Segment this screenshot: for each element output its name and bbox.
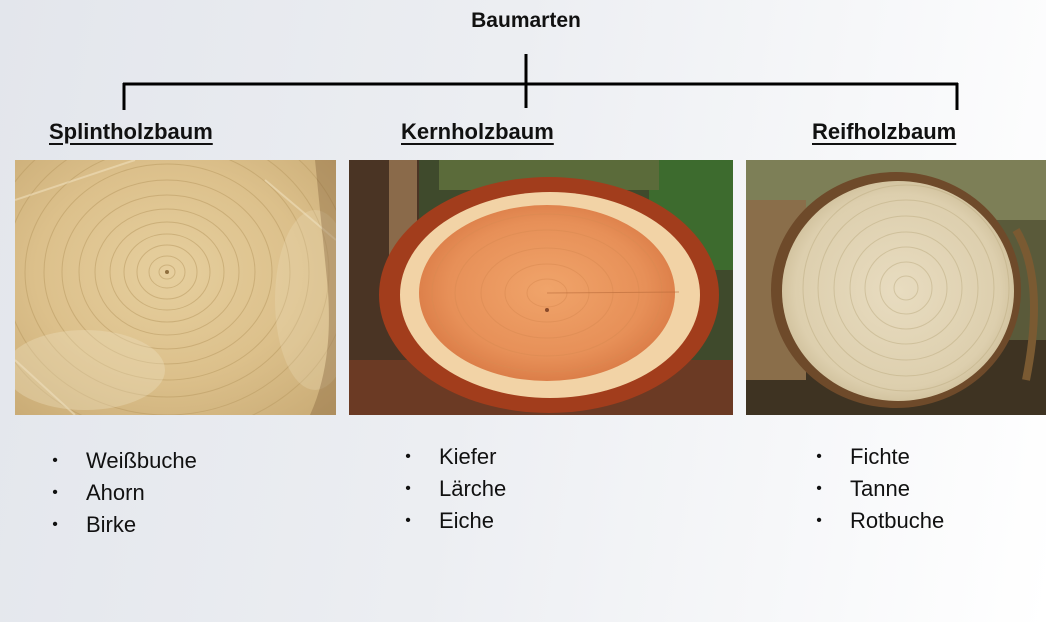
bullet-icon: •: [403, 441, 413, 473]
list-item: • Rotbuche: [812, 505, 944, 537]
list-item: • Fichte: [812, 441, 944, 473]
list-item: • Ahorn: [48, 477, 197, 509]
species-name: Tanne: [850, 476, 910, 501]
species-name: Ahorn: [86, 480, 145, 505]
bullet-icon: •: [814, 441, 824, 473]
list-item: • Kiefer: [401, 441, 506, 473]
species-name: Kiefer: [439, 444, 496, 469]
list-reifholzbaum: • Fichte • Tanne • Rotbuche: [812, 441, 944, 537]
photo-reifholz: [746, 160, 1046, 415]
species-name: Fichte: [850, 444, 910, 469]
species-name: Birke: [86, 512, 136, 537]
heading-kernholzbaum: Kernholzbaum: [401, 119, 554, 145]
species-name: Eiche: [439, 508, 494, 533]
list-item: • Eiche: [401, 505, 506, 537]
species-name: Rotbuche: [850, 508, 944, 533]
heading-splintholzbaum: Splintholzbaum: [49, 119, 213, 145]
photo-kernholz: [349, 160, 733, 415]
heading-reifholzbaum: Reifholzbaum: [812, 119, 956, 145]
list-splintholzbaum: • Weißbuche • Ahorn • Birke: [48, 445, 197, 541]
list-item: • Birke: [48, 509, 197, 541]
bullet-icon: •: [814, 505, 824, 537]
species-name: Weißbuche: [86, 448, 197, 473]
bullet-icon: •: [50, 509, 60, 541]
list-item: • Lärche: [401, 473, 506, 505]
bullet-icon: •: [50, 445, 60, 477]
list-item: • Weißbuche: [48, 445, 197, 477]
photo-splintholz: [15, 160, 336, 415]
list-kernholzbaum: • Kiefer • Lärche • Eiche: [401, 441, 506, 537]
bullet-icon: •: [50, 477, 60, 509]
bullet-icon: •: [814, 473, 824, 505]
bullet-icon: •: [403, 473, 413, 505]
species-name: Lärche: [439, 476, 506, 501]
tree-connectors: [0, 0, 1046, 130]
bullet-icon: •: [403, 505, 413, 537]
list-item: • Tanne: [812, 473, 944, 505]
